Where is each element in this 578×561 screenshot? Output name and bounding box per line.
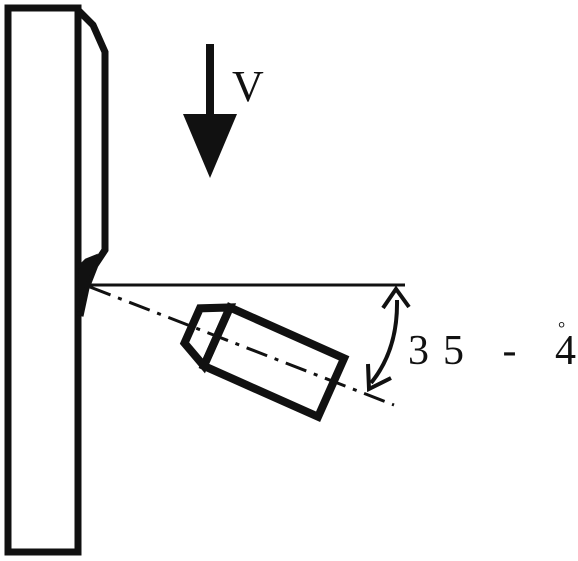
torch-axis-line — [89, 285, 395, 407]
degree-symbol: ° — [558, 318, 565, 338]
angle-arc-arrow-bottom — [366, 363, 392, 393]
torch-nozzle — [179, 303, 237, 374]
angle-label: 35 - 40 — [408, 328, 578, 374]
welding-torch — [179, 302, 350, 423]
velocity-label: V — [232, 62, 264, 111]
angle-arc-arrow-top — [381, 285, 411, 310]
workpiece-plate — [4, 4, 82, 556]
travel-direction-arrow-head — [183, 114, 237, 178]
weld-pool — [76, 253, 98, 313]
angle-arc — [369, 299, 400, 385]
